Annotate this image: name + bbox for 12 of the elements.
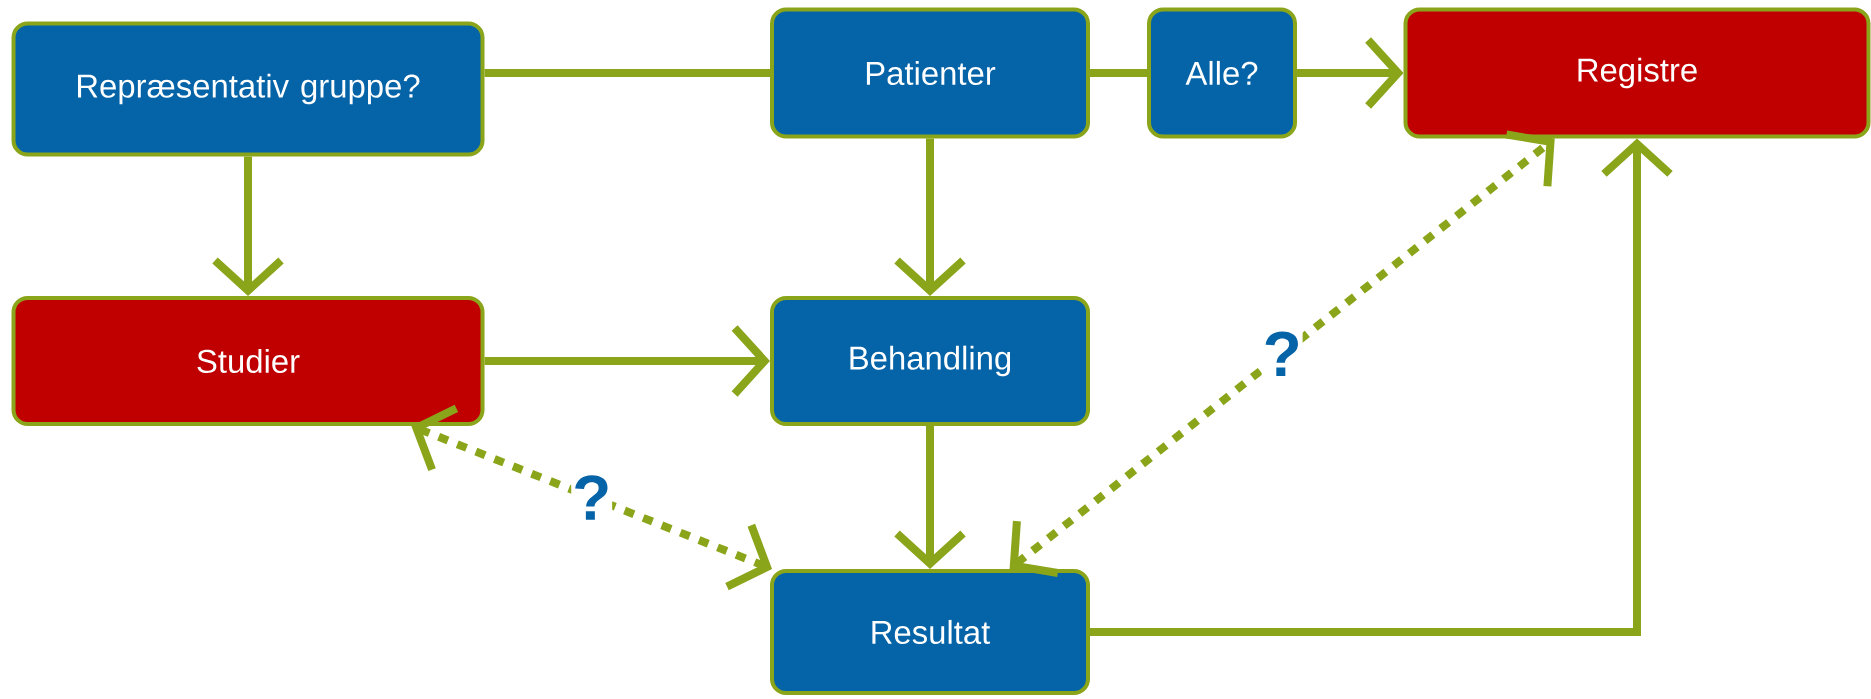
dotted-arrow [411, 404, 773, 591]
process-box: Studier [11, 296, 485, 426]
edge-label: ? [1261, 330, 1303, 377]
process-box: Patienter [770, 7, 1090, 139]
process-box: Behandling [770, 296, 1090, 426]
process-box: Repræsentativ gruppe? [11, 21, 485, 157]
edge-label: ? [571, 474, 613, 521]
process-box: Registre [1403, 7, 1871, 139]
dotted-arrow [1009, 130, 1555, 577]
process-box: Resultat [770, 569, 1090, 695]
process-box: Alle? [1147, 7, 1297, 139]
arrow [894, 426, 966, 569]
